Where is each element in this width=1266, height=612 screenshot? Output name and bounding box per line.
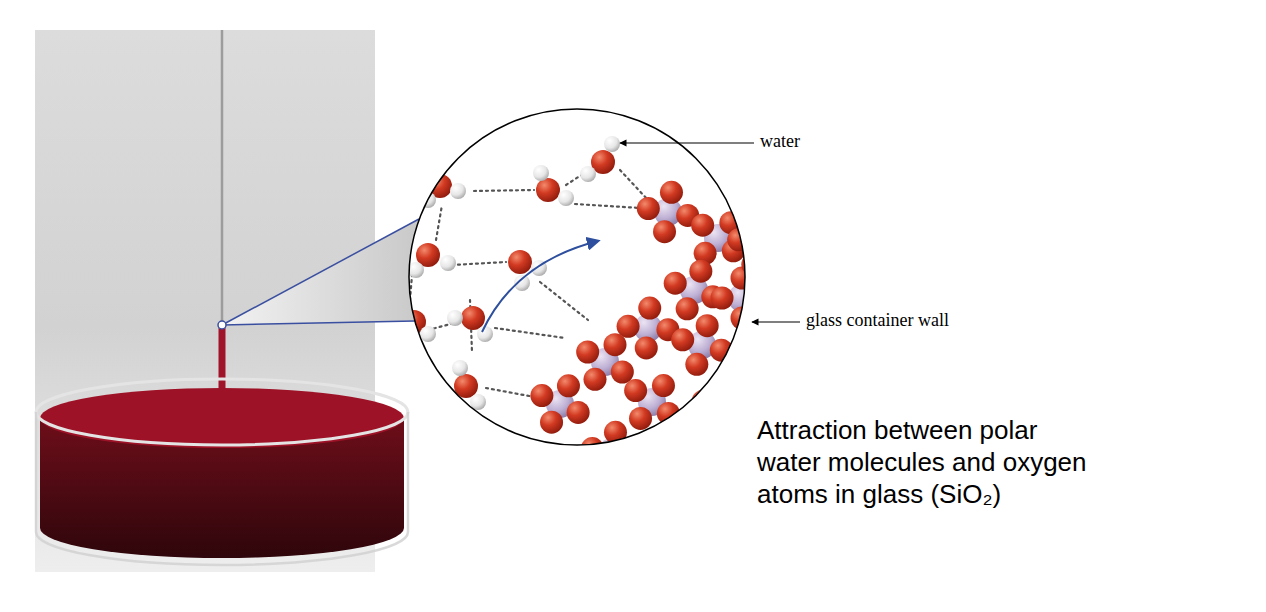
dish-rim <box>36 379 408 445</box>
hydrogen-bond <box>452 262 506 265</box>
oxygen-atom <box>752 214 775 237</box>
oxygen-atom <box>671 328 694 351</box>
oxygen-atom <box>576 341 599 364</box>
oxygen-atom <box>617 315 640 338</box>
label: water <box>760 131 800 153</box>
oxygen-atom <box>731 339 754 362</box>
oxygen-atom <box>567 401 590 424</box>
oxygen-atom <box>611 361 634 384</box>
caption: Attraction between polar water molecules… <box>757 414 1087 510</box>
silicon-atom <box>746 346 774 374</box>
hydrogen-bond <box>575 204 640 208</box>
oxygen-atom <box>704 415 727 438</box>
oxygen-atom <box>638 297 661 320</box>
oxygen-atom <box>711 287 734 310</box>
oxygen-atom <box>629 407 652 430</box>
hydrogen-atom <box>450 183 466 199</box>
hydrogen-atom <box>604 136 620 152</box>
oxygen-atom <box>508 250 532 274</box>
hydrogen-atom <box>440 255 456 271</box>
oxygen-atom <box>664 272 687 295</box>
leader-line <box>752 321 800 322</box>
silicon-atom <box>598 438 626 466</box>
capillary-tube <box>221 30 224 326</box>
zoom-circle <box>409 109 745 445</box>
oxygen-atom <box>692 390 715 413</box>
oxygen-atom <box>530 384 553 407</box>
silicon-atom <box>744 231 772 259</box>
dish-liquid-surface <box>40 388 404 448</box>
oxygen-atom <box>635 336 658 359</box>
water-molecule <box>580 136 620 182</box>
water-molecule <box>533 165 574 206</box>
oxygen-atom <box>751 287 774 310</box>
oxygen-atom <box>536 178 560 202</box>
oxygen-atom <box>766 359 789 382</box>
water-molecule <box>452 360 486 410</box>
oxygen-atom <box>660 181 683 204</box>
oxygen-atom <box>653 220 676 243</box>
hydrogen-atom <box>477 326 493 342</box>
oxygen-atom <box>685 353 708 376</box>
oxygen-atom <box>766 239 789 262</box>
leader-line <box>620 142 754 143</box>
zoom-cone <box>222 219 419 325</box>
oxygen-atom <box>637 197 660 220</box>
attraction-arrow <box>482 241 598 332</box>
hydrogen-bond <box>540 282 588 320</box>
water-molecule <box>408 243 456 278</box>
hydrogen-bond <box>436 205 442 240</box>
water-molecule <box>508 250 547 291</box>
oxygen-atom <box>717 378 740 401</box>
hydrogen-atom <box>452 360 468 376</box>
hydrogen-bond <box>495 328 565 338</box>
oxygen-atom <box>731 267 754 290</box>
hydrogen-atom <box>408 262 424 278</box>
oxygen-atom <box>624 379 647 402</box>
hydrogen-atom <box>533 165 549 181</box>
oxygen-atom <box>620 444 643 467</box>
zoom-line <box>222 321 415 325</box>
hydrogen-atom <box>580 166 596 182</box>
oxygen-atom <box>689 260 712 283</box>
oxygen-atom <box>652 374 675 397</box>
oxygen-atom <box>604 333 627 356</box>
hydrogen-atom <box>447 310 463 326</box>
hydrogen-atom <box>558 190 574 206</box>
silicon-atom <box>708 394 736 422</box>
oxygen-atom <box>461 306 485 330</box>
zoom-line <box>222 219 419 325</box>
glass-lattice <box>530 181 788 483</box>
hydrogen-atom <box>420 326 436 342</box>
zoom-point <box>218 321 226 329</box>
oxygen-atom <box>676 297 699 320</box>
hydrogen-bond <box>474 190 534 191</box>
oxygen-atom <box>581 437 604 460</box>
zoom-circle-border <box>409 109 745 445</box>
label: glass container wall <box>806 310 949 332</box>
oxygen-atom <box>584 368 607 391</box>
oxygen-atom <box>729 403 752 426</box>
oxygen-atom <box>739 366 762 389</box>
oxygen-atom <box>557 374 580 397</box>
oxygen-atom <box>657 402 680 425</box>
oxygen-atom <box>597 460 620 483</box>
molecular-view <box>394 136 789 483</box>
hydrogen-atom <box>394 304 410 320</box>
oxygen-atom <box>691 214 714 237</box>
oxygen-atom <box>759 331 782 354</box>
hydrogen-bond <box>620 170 648 200</box>
water-molecules <box>394 136 620 410</box>
oxygen-atom <box>696 314 719 337</box>
dish-wall <box>36 412 408 565</box>
hydrogen-bonds <box>410 168 648 398</box>
oxygen-atom <box>710 339 733 362</box>
oxygen-atom <box>540 411 563 434</box>
